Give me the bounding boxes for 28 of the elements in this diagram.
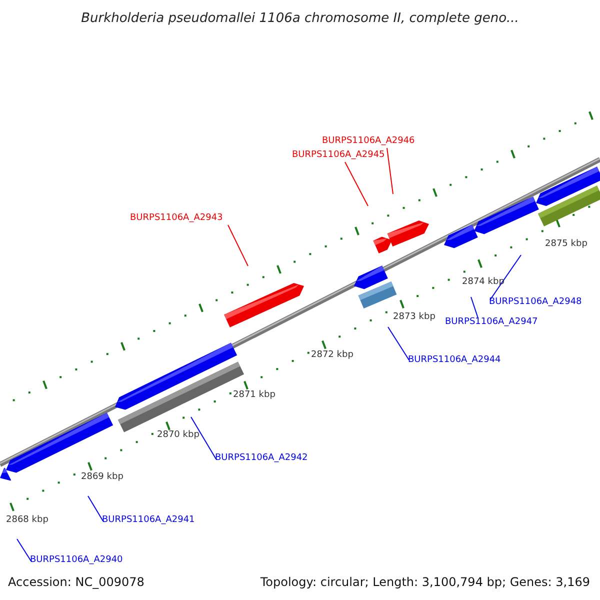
gene-label: BURPS1106A_A2940 [30,556,123,565]
leader-line [386,148,394,194]
gene-label: BURPS1106A_A2946 [322,137,415,146]
scale-label: 2870 kbp [157,431,200,440]
gene-label: BURPS1106A_A2943 [130,214,223,223]
leader-line [388,326,410,360]
gene-label: BURPS1106A_A2942 [215,454,308,463]
scale-label: 2872 kbp [311,351,354,360]
accession-text: Accession: NC_009078 [8,576,144,588]
leader-line [228,224,248,266]
leader-line [344,162,368,206]
scale-label: 2873 kbp [393,313,436,322]
scale-label: 2871 kbp [233,391,276,400]
gene-label: BURPS1106A_A2947 [445,318,538,327]
gene-label: BURPS1106A_A2945 [292,151,385,160]
leader-line [88,496,104,522]
scale-label: 2875 kbp [545,240,588,249]
leader-line [190,416,216,460]
leader-line [16,538,32,562]
gene-label: BURPS1106A_A2941 [102,516,195,525]
leader-line [490,254,522,300]
gene-label: BURPS1106A_A2944 [408,356,501,365]
gene-label: BURPS1106A_A2948 [489,298,582,307]
map-title: Burkholderia pseudomallei 1106a chromosome II, complete geno... [80,12,520,25]
scale-label: 2868 kbp [6,516,48,525]
summary-text: Topology: circular; Length: 3,100,794 bp; Genes: 3,169 [260,576,590,588]
leader-line [470,296,478,318]
scale-label: 2869 kbp [81,473,124,482]
